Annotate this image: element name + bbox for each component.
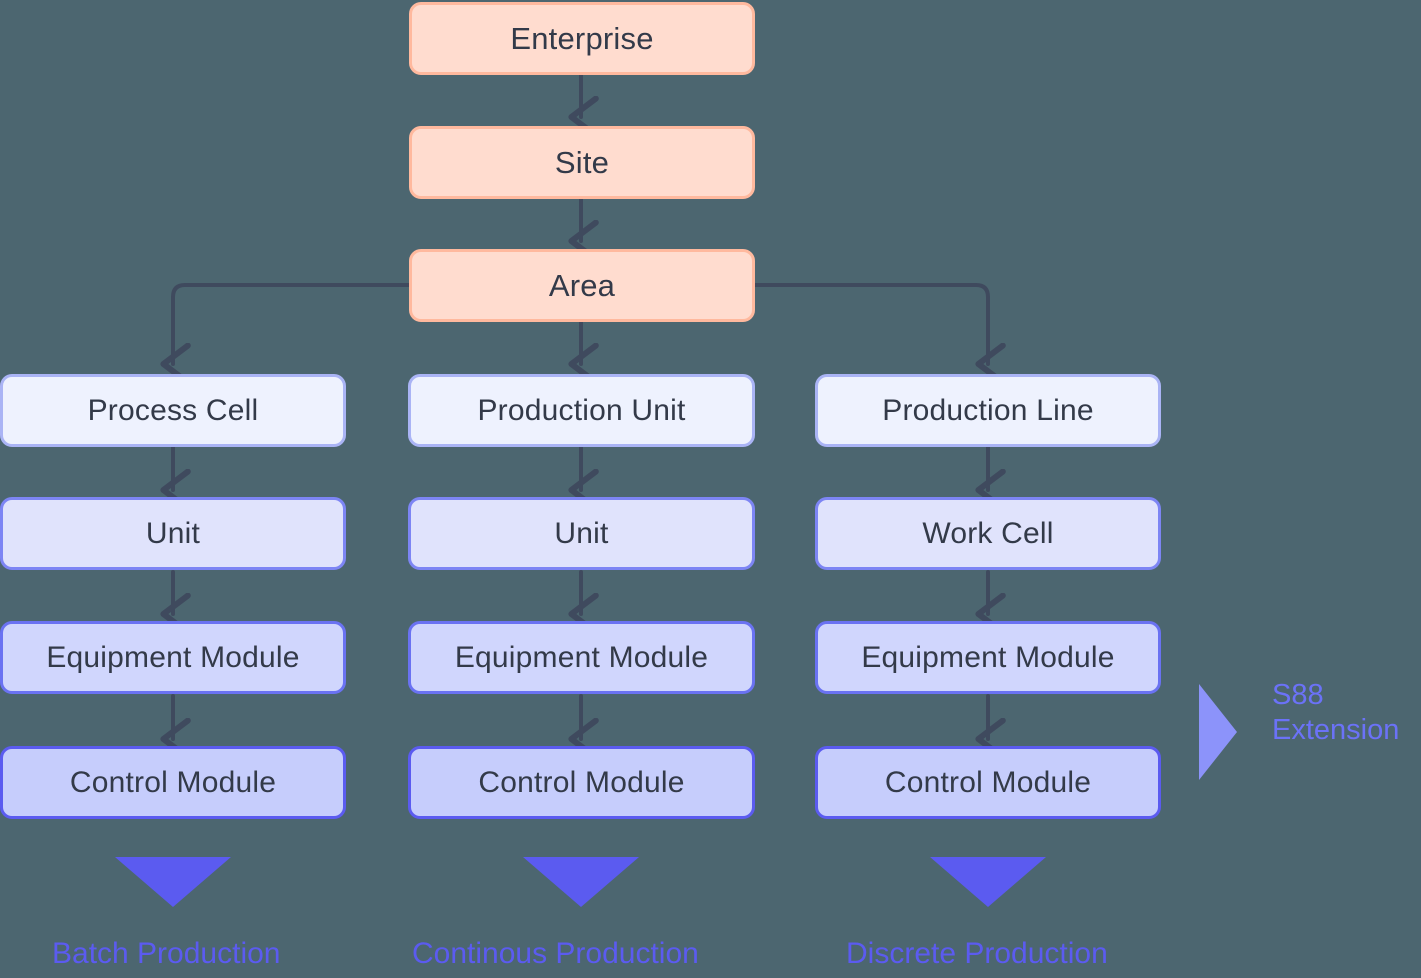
node-enterprise-label: Enterprise <box>510 20 654 56</box>
node-discrete-level-3-label: Equipment Module <box>861 640 1115 674</box>
node-discrete-level-4-label: Control Module <box>884 765 1092 799</box>
node-continuous-level-2-label: Unit <box>554 516 609 550</box>
continuous-outcome-arrow-icon <box>523 857 639 907</box>
s88-extension-arrow-icon <box>1199 684 1237 780</box>
node-batch-level-4-label: Control Module <box>69 765 277 799</box>
node-continuous-level-2[interactable]: Unit <box>408 497 755 570</box>
node-batch-level-3-label: Equipment Module <box>46 640 300 674</box>
node-batch-level-2-label: Unit <box>145 516 201 550</box>
node-continuous-level-1[interactable]: Production Unit <box>408 374 755 447</box>
node-discrete-level-2[interactable]: Work Cell <box>815 497 1161 570</box>
outcome-label-continuous: Continous Production <box>412 937 699 970</box>
node-batch-level-1[interactable]: Process Cell <box>0 374 346 447</box>
node-batch-level-2[interactable]: Unit <box>0 497 346 570</box>
node-site[interactable]: Site <box>409 126 755 199</box>
node-batch-level-4[interactable]: Control Module <box>0 746 346 819</box>
node-area-label: Area <box>548 267 616 303</box>
node-continuous-level-3-label: Equipment Module <box>454 640 709 674</box>
node-enterprise[interactable]: Enterprise <box>409 2 755 75</box>
node-area[interactable]: Area <box>409 249 755 322</box>
node-discrete-level-1-label: Production Line <box>882 393 1094 427</box>
outcome-label-batch: Batch Production <box>52 937 281 970</box>
node-discrete-level-1[interactable]: Production Line <box>815 374 1161 447</box>
node-continuous-level-1-label: Production Unit <box>477 393 686 427</box>
node-batch-level-1-label: Process Cell <box>87 393 259 427</box>
node-discrete-level-4[interactable]: Control Module <box>815 746 1161 819</box>
node-continuous-level-4[interactable]: Control Module <box>408 746 755 819</box>
node-discrete-level-2-label: Work Cell <box>922 516 1054 550</box>
node-batch-level-3[interactable]: Equipment Module <box>0 621 346 694</box>
node-site-label: Site <box>554 144 610 180</box>
discrete-outcome-arrow-icon <box>930 857 1046 907</box>
node-continuous-level-3[interactable]: Equipment Module <box>408 621 755 694</box>
node-continuous-level-4-label: Control Module <box>478 765 685 799</box>
node-discrete-level-3[interactable]: Equipment Module <box>815 621 1161 694</box>
batch-outcome-arrow-icon <box>115 857 231 907</box>
outcome-label-discrete: Discrete Production <box>846 937 1108 970</box>
s88-extension-callout: S88 Extension <box>1272 678 1399 749</box>
s88-extension-line-2: Extension <box>1272 714 1400 747</box>
s88-extension-line-1: S88 <box>1272 679 1324 711</box>
